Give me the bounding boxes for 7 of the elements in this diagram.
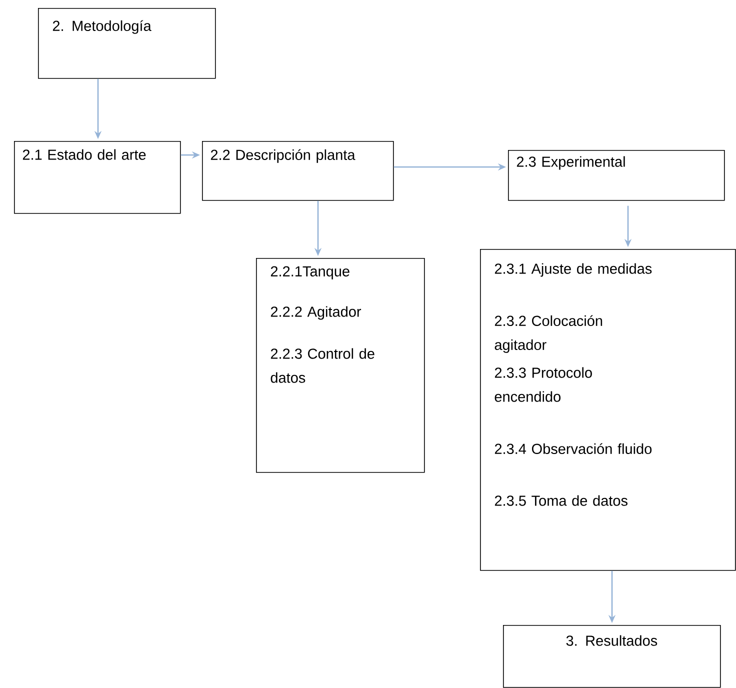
process-box: 2.1 Estado del arte bbox=[14, 141, 181, 214]
process-box: 2.2 Descripción planta bbox=[202, 141, 394, 201]
process-box: 2.3 Experimental bbox=[508, 150, 725, 201]
process-box: 3. Resultados bbox=[503, 625, 721, 688]
process-box: 2.2.1Tanque 2.2.2 Agitador 2.2.3 Control de datos bbox=[256, 258, 425, 473]
process-box: 2. Metodología bbox=[38, 8, 216, 79]
process-box: 2.3.1 Ajuste de medidas 2.3.2 Colocación agitador 2.3.3 Protocolo encendido 2.3.4 Observación fluido 2.3.5 Toma de datos bbox=[480, 249, 736, 571]
